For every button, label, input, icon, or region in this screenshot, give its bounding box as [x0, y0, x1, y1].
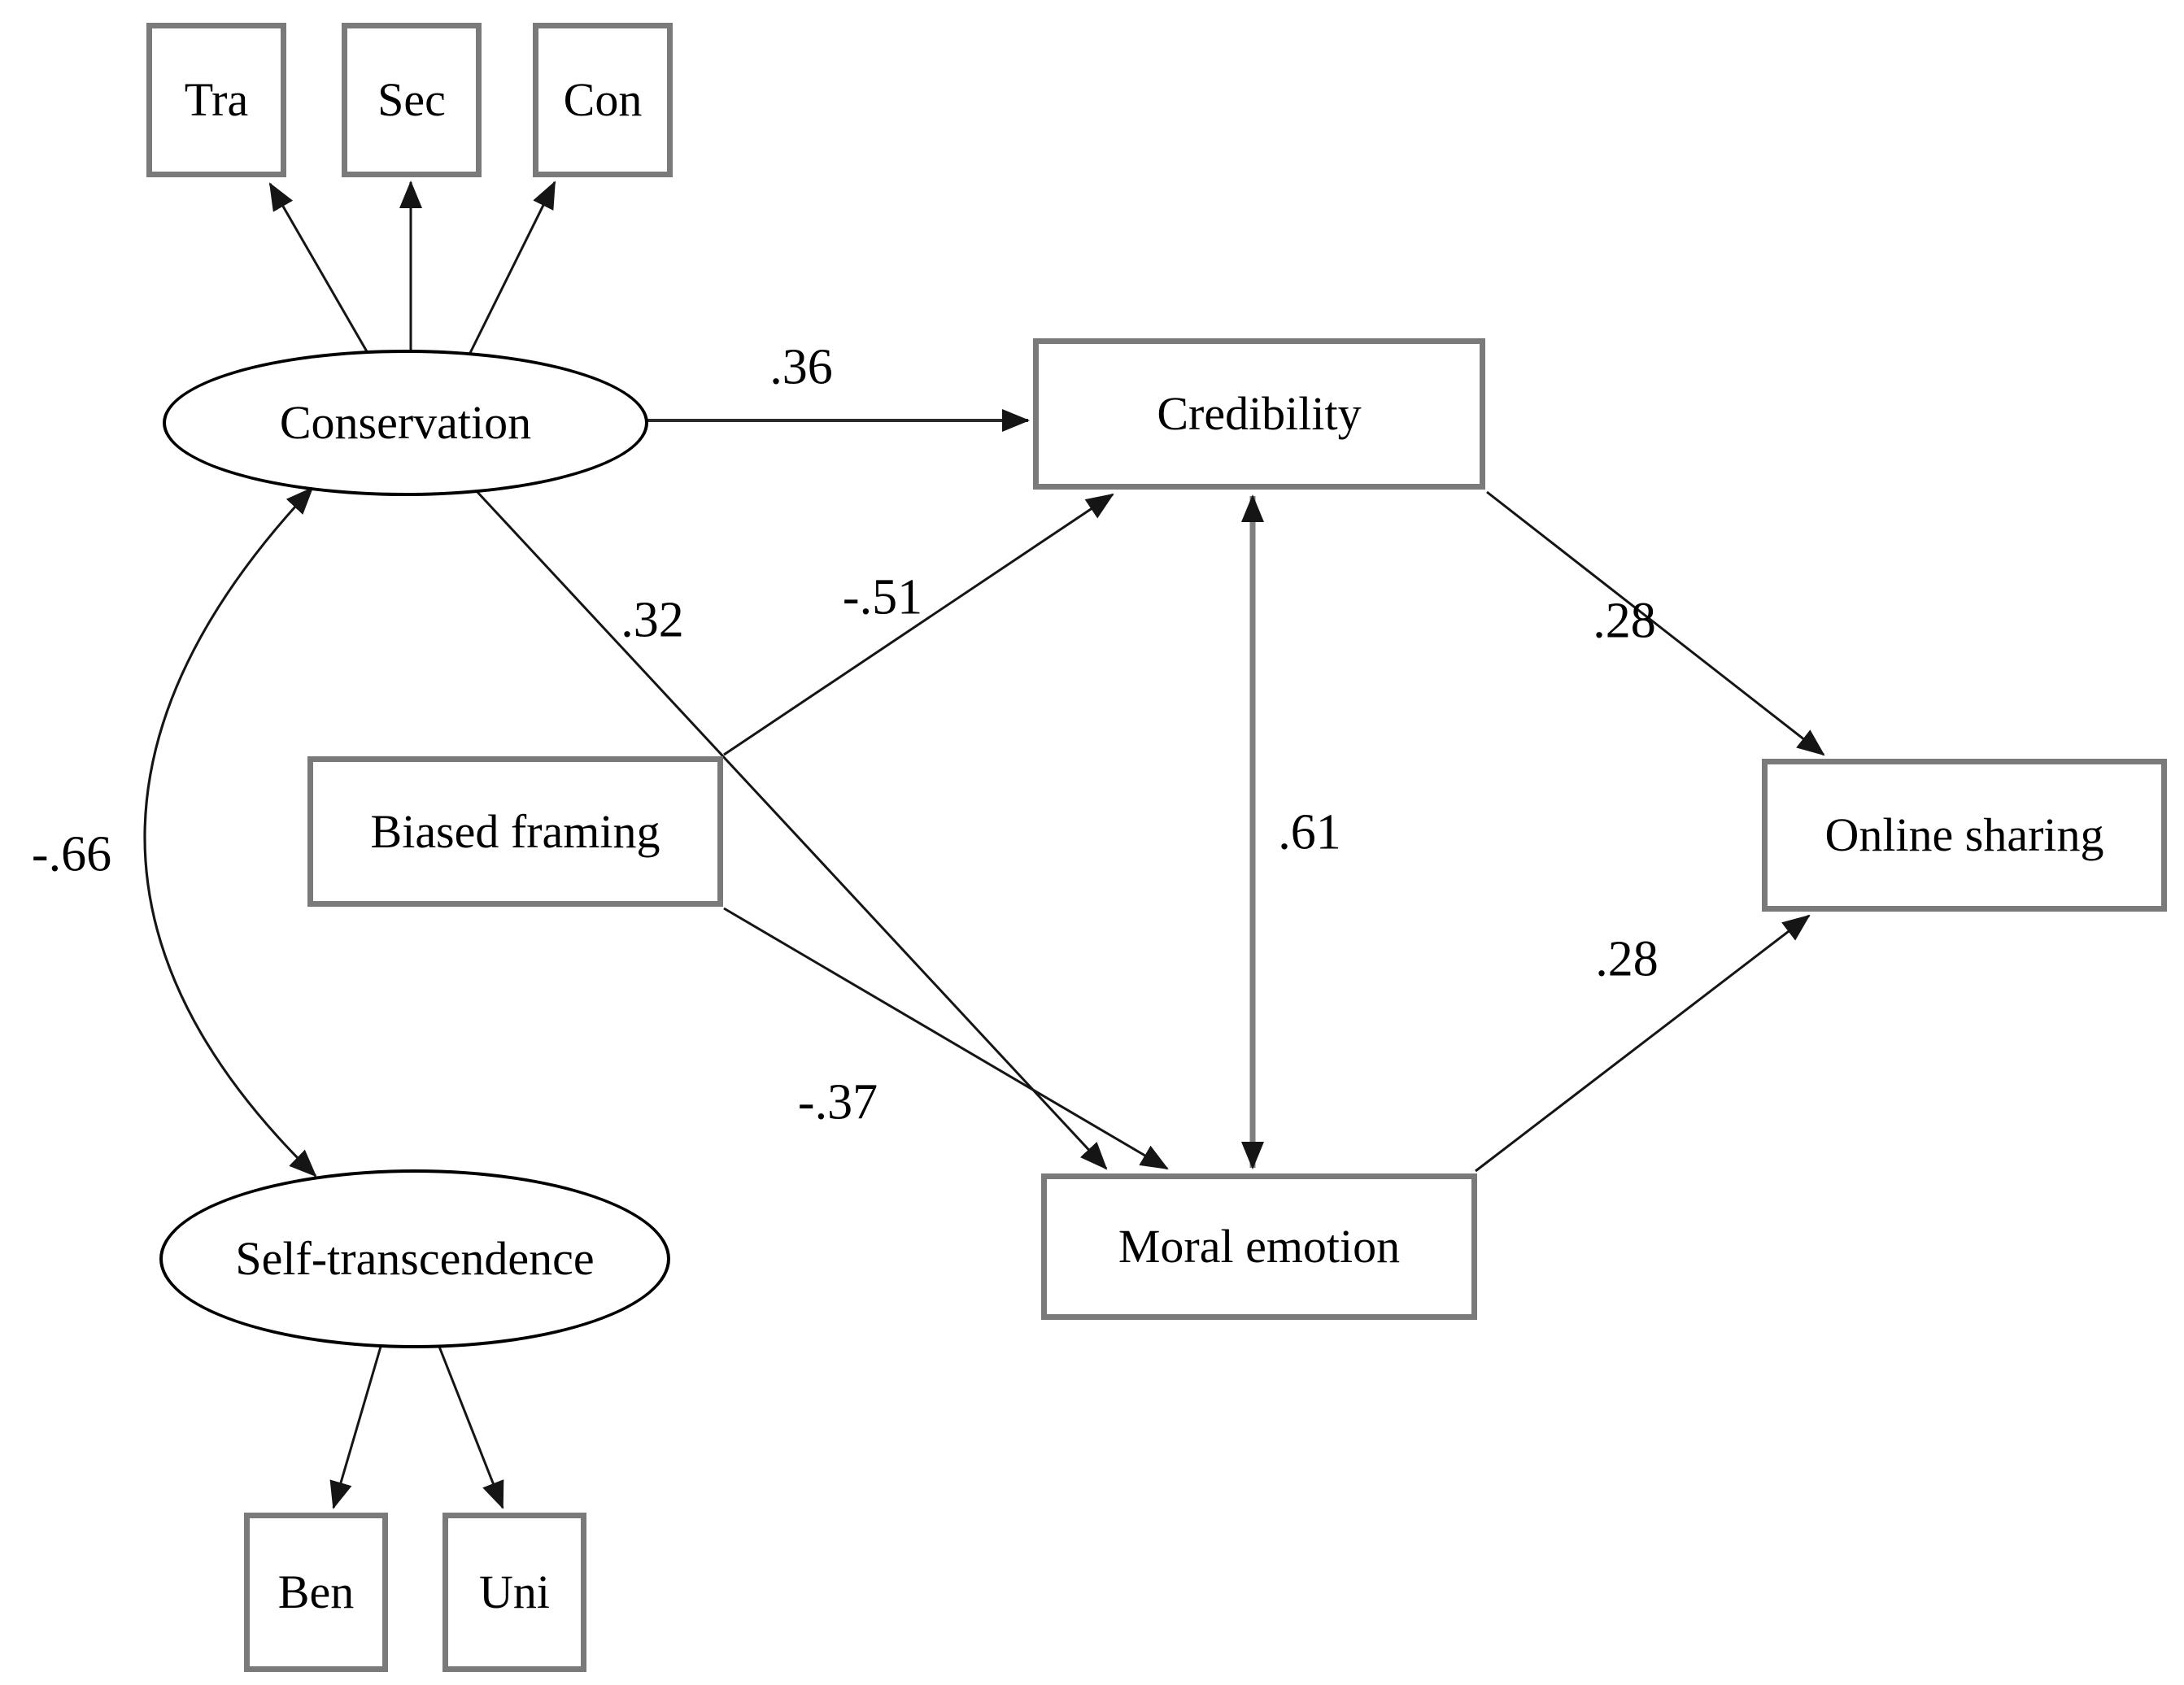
latent-self-transcendence-label: Self-transcendence	[235, 1232, 595, 1286]
indicator-tra: Tra	[146, 23, 286, 177]
coef-conservation-credibility: .36	[769, 339, 833, 395]
latent-conservation: Conservation	[163, 350, 648, 496]
arrow-selftranscendence-uni	[438, 1346, 504, 1509]
coef-conservation-selftranscendence: -.66	[31, 826, 112, 882]
box-online-sharing: Online sharing	[1762, 759, 2167, 912]
box-biased-framing-label: Biased framing	[370, 804, 660, 858]
box-biased-framing: Biased framing	[307, 756, 723, 907]
box-online-sharing-label: Online sharing	[1824, 808, 2104, 862]
arrow-biasedframing-moralemotion	[723, 907, 1169, 1170]
box-moral-emotion-label: Moral emotion	[1118, 1220, 1401, 1274]
coef-biasedframing-credibility: -.51	[842, 569, 923, 625]
arrow-selftranscendence-ben	[329, 1346, 382, 1509]
arrow-biasedframing-credibility	[723, 493, 1114, 756]
indicator-ben: Ben	[244, 1513, 388, 1672]
coef-credibility-onlinesharing: .28	[1593, 593, 1656, 649]
arrow-moralemotion-onlinesharing	[1475, 914, 1811, 1173]
coef-credibility-moralemotion: .61	[1278, 804, 1341, 860]
indicator-con: Con	[533, 23, 673, 177]
indicator-sec-label: Sec	[377, 73, 446, 127]
box-credibility-label: Credibility	[1157, 387, 1362, 441]
box-credibility: Credibility	[1033, 338, 1485, 490]
arrow-conservation-tra	[268, 182, 369, 354]
box-moral-emotion: Moral emotion	[1041, 1173, 1477, 1320]
coef-moralemotion-onlinesharing: .28	[1595, 931, 1659, 987]
indicator-con-label: Con	[563, 73, 643, 127]
indicator-tra-label: Tra	[184, 73, 249, 127]
arrow-credibility-onlinesharing	[1486, 490, 1825, 756]
coef-biasedframing-moralemotion: -.37	[797, 1074, 878, 1130]
arrow-conservation-con	[468, 181, 556, 355]
indicator-sec: Sec	[342, 23, 482, 177]
indicator-ben-label: Ben	[277, 1565, 355, 1619]
covariance-conservation-selftranscendence	[143, 486, 317, 1178]
indicator-uni-label: Uni	[479, 1565, 550, 1619]
indicator-uni: Uni	[442, 1513, 586, 1672]
arrow-conservation-moralemotion	[474, 489, 1108, 1170]
latent-self-transcendence: Self-transcendence	[159, 1169, 670, 1348]
coef-conservation-moralemotion: .32	[621, 592, 684, 648]
latent-conservation-label: Conservation	[279, 396, 532, 450]
